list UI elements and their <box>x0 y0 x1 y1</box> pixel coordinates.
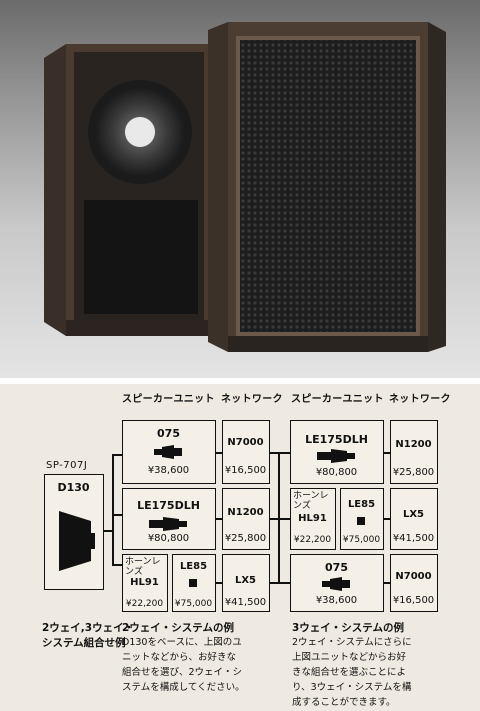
unit-box-hl91-right: ホーンレンズ HL91 ¥22,200 <box>290 488 336 550</box>
caption-left-title-2: システム組合せ例 <box>42 637 126 649</box>
unit-price: ¥38,600 <box>147 465 190 476</box>
speaker-grille <box>240 40 416 332</box>
unit-price: ¥22,200 <box>125 599 164 609</box>
combination-diagram: スピーカーユニット ネットワーク スピーカーユニット ネットワーク SP-707… <box>0 384 480 711</box>
unit-price: ¥75,000 <box>174 599 213 609</box>
unit-box-le175dlh-left: LE175DLH ¥80,800 <box>122 488 216 550</box>
right-cabinet-side <box>208 22 228 352</box>
unit-price: ¥38,600 <box>315 595 358 606</box>
unit-price: ¥80,800 <box>147 533 190 544</box>
speaker-cabinets-illustration <box>44 22 446 352</box>
unit-price: ¥75,000 <box>342 535 381 545</box>
base-model-label: SP-707J <box>46 460 88 471</box>
header-left-network: ネットワーク <box>221 394 283 405</box>
caption-right-body-3: きな組合せを選ぶことによ <box>292 667 407 678</box>
network-price: ¥25,800 <box>392 467 435 478</box>
unit-box-le85-left: LE85 ¥75,000 <box>172 554 216 612</box>
left-cabinet-side <box>44 44 66 336</box>
compression-driver-icon <box>189 579 197 587</box>
unit-code: LE175DLH <box>305 433 368 446</box>
unit-box-075-left: 075 ¥38,600 <box>122 420 216 484</box>
network-box-n1200-right: N1200 ¥25,800 <box>390 420 438 484</box>
separator <box>0 378 480 384</box>
unit-code: 075 <box>325 561 348 574</box>
unit-code: 075 <box>157 427 180 440</box>
woofer-icon <box>59 511 95 571</box>
tweeter-icon <box>154 445 182 459</box>
header-left-unit: スピーカーユニット <box>122 394 215 405</box>
network-price: ¥16,500 <box>392 595 435 606</box>
network-price: ¥16,500 <box>224 465 267 476</box>
network-box-n1200-left: N1200 ¥25,800 <box>222 488 270 550</box>
caption-middle-title: 2ウェイ・システムの例 <box>122 622 234 634</box>
speaker-photo <box>0 0 480 378</box>
network-code: N7000 <box>227 437 264 448</box>
driver-icon <box>149 517 187 531</box>
network-code: N1200 <box>395 439 432 450</box>
caption-right-body-4: り、3ウェイ・システムを構 <box>292 682 412 693</box>
unit-code: HL91 <box>298 513 327 524</box>
network-price: ¥25,800 <box>224 533 267 544</box>
caption-right-title: 3ウェイ・システムの例 <box>292 622 404 634</box>
unit-price: ¥22,200 <box>293 535 332 545</box>
network-box-lx5-left: LX5 ¥41,500 <box>222 554 270 612</box>
caption-right-body-1: 2ウェイ・システムにさらに <box>292 637 412 648</box>
caption-right-body-2: 上図ユニットなどからお好 <box>292 652 407 663</box>
horn-lens-label: ホーンレンズ <box>125 557 161 577</box>
driver-icon <box>317 449 355 463</box>
unit-code: LE175DLH <box>137 499 200 512</box>
unit-price: ¥80,800 <box>315 467 358 478</box>
caption-middle-body-2: ニットなどから、お好きな <box>122 652 237 663</box>
network-code: LX5 <box>234 575 257 586</box>
caption-right-body-5: 成することができます。 <box>292 697 396 708</box>
caption-middle-body-4: ステムを構成してください。 <box>122 682 245 693</box>
network-price: ¥41,500 <box>224 597 267 608</box>
unit-box-le175dlh-right: LE175DLH ¥80,800 <box>290 420 384 484</box>
network-code: N7000 <box>395 571 432 582</box>
network-box-n7000-right: N7000 ¥16,500 <box>390 554 438 612</box>
header-right-network: ネットワーク <box>389 394 451 405</box>
unit-box-075-right: 075 ¥38,600 <box>290 554 384 612</box>
caption-left-title-1: 2ウェイ,3ウェイ・ <box>42 622 135 634</box>
unit-code: LE85 <box>347 499 376 510</box>
woofer-dustcap <box>125 117 155 147</box>
header-right-unit: スピーカーユニット <box>291 394 384 405</box>
unit-box-hl91-left: ホーンレンズ HL91 ¥22,200 <box>122 554 168 612</box>
base-unit-box: D130 <box>44 474 104 590</box>
tweeter-icon <box>322 577 350 591</box>
caption-middle-body-3: 組合せを選び、2ウェイ・シ <box>122 667 243 678</box>
unit-code: LE85 <box>179 561 208 572</box>
base-unit-code: D130 <box>57 481 90 494</box>
network-box-lx5-right: LX5 ¥41,500 <box>390 488 438 550</box>
caption-middle-body-1: D130をベースに、上図のユ <box>122 637 242 648</box>
network-price: ¥41,500 <box>392 533 435 544</box>
unit-code: HL91 <box>130 577 159 588</box>
network-code: N1200 <box>227 507 264 518</box>
compression-driver-icon <box>357 517 365 525</box>
unit-box-le85-right: LE85 ¥75,000 <box>340 488 384 550</box>
network-box-n7000-left: N7000 ¥16,500 <box>222 420 270 484</box>
network-code: LX5 <box>402 509 425 520</box>
horn-lens-label: ホーンレンズ <box>293 491 329 511</box>
